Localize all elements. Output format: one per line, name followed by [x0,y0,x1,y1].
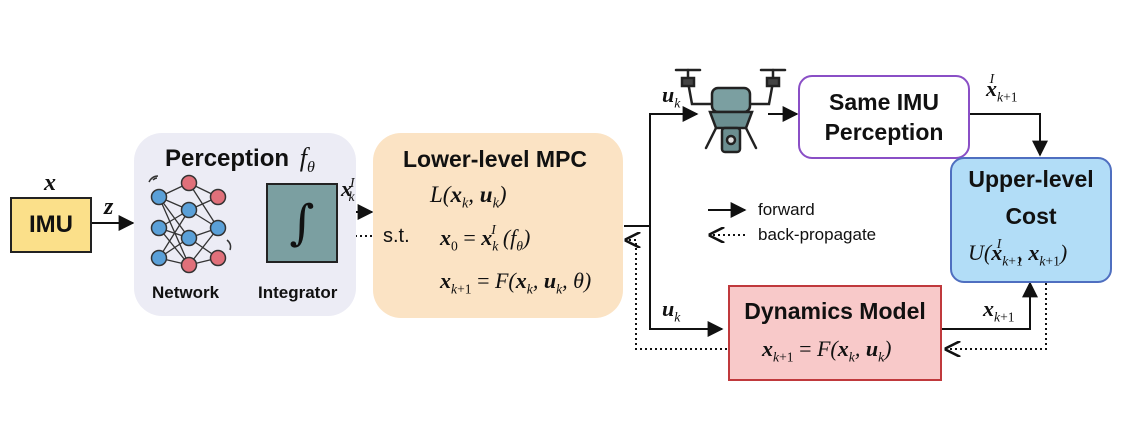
arrow-dynamics-to-upper [942,281,1038,330]
upper-cost-formula: U(xk+1I, xk+1) [968,236,1068,269]
mpc-st-label: s.t. [383,225,410,247]
perception-output-var: xIk [341,175,355,205]
mpc-dynamics-constraint: xk+1 = F(xk, uk, θ) [440,268,592,297]
imu-label: IMU [29,211,73,238]
dynamics-title: Dynamics Model [744,298,926,324]
same-perception-block: Same IMU Perception [798,75,970,159]
legend-backprop-label: back-propagate [758,225,877,244]
imu-output-var: z [104,194,114,220]
legend-forward-label: forward [758,200,815,219]
network-label: Network [152,283,220,302]
arrow-mpc-to-dynamics [649,226,724,337]
perception-title: Perception fθ [165,143,315,177]
mpc-title: Lower-level MPC [403,146,588,172]
upper-cost-block [950,157,1112,283]
same-perception-line1: Same IMU [829,89,939,115]
upper-cost-line2: Cost [1005,203,1057,229]
control-to-dynamics-label: uk [662,296,681,325]
control-to-drone-label: uk [662,82,681,111]
dynamics-formula: xk+1 = F(xk, uk) [762,336,892,365]
backprop-dynamics-to-mpc [626,240,727,350]
integrator-label: Integrator [258,283,338,302]
imu-input-var: x [44,170,56,196]
next-state-label: xk+1 [983,296,1015,325]
perceived-next-state-label: xk+1I [986,71,1018,105]
integrator-block: ∫ [266,183,338,263]
perception-theta-symbol: fθ [299,143,315,177]
same-perception-line2: Perception [824,119,944,145]
backprop-upper-to-dynamics [946,283,1047,349]
mpc-panel [373,133,623,318]
arrow-same-perception-to-upper [970,113,1048,157]
mpc-initial-constraint: x0 = xkI(fθ) [440,222,531,254]
imu-block: IMU [10,197,92,253]
arrow-mpc-to-drone [624,106,699,227]
integral-symbol: ∫ [289,195,315,251]
upper-cost-line1: Upper-level [968,166,1094,192]
dynamics-block [728,285,942,381]
mpc-objective: L(xk, uk) [430,182,507,212]
